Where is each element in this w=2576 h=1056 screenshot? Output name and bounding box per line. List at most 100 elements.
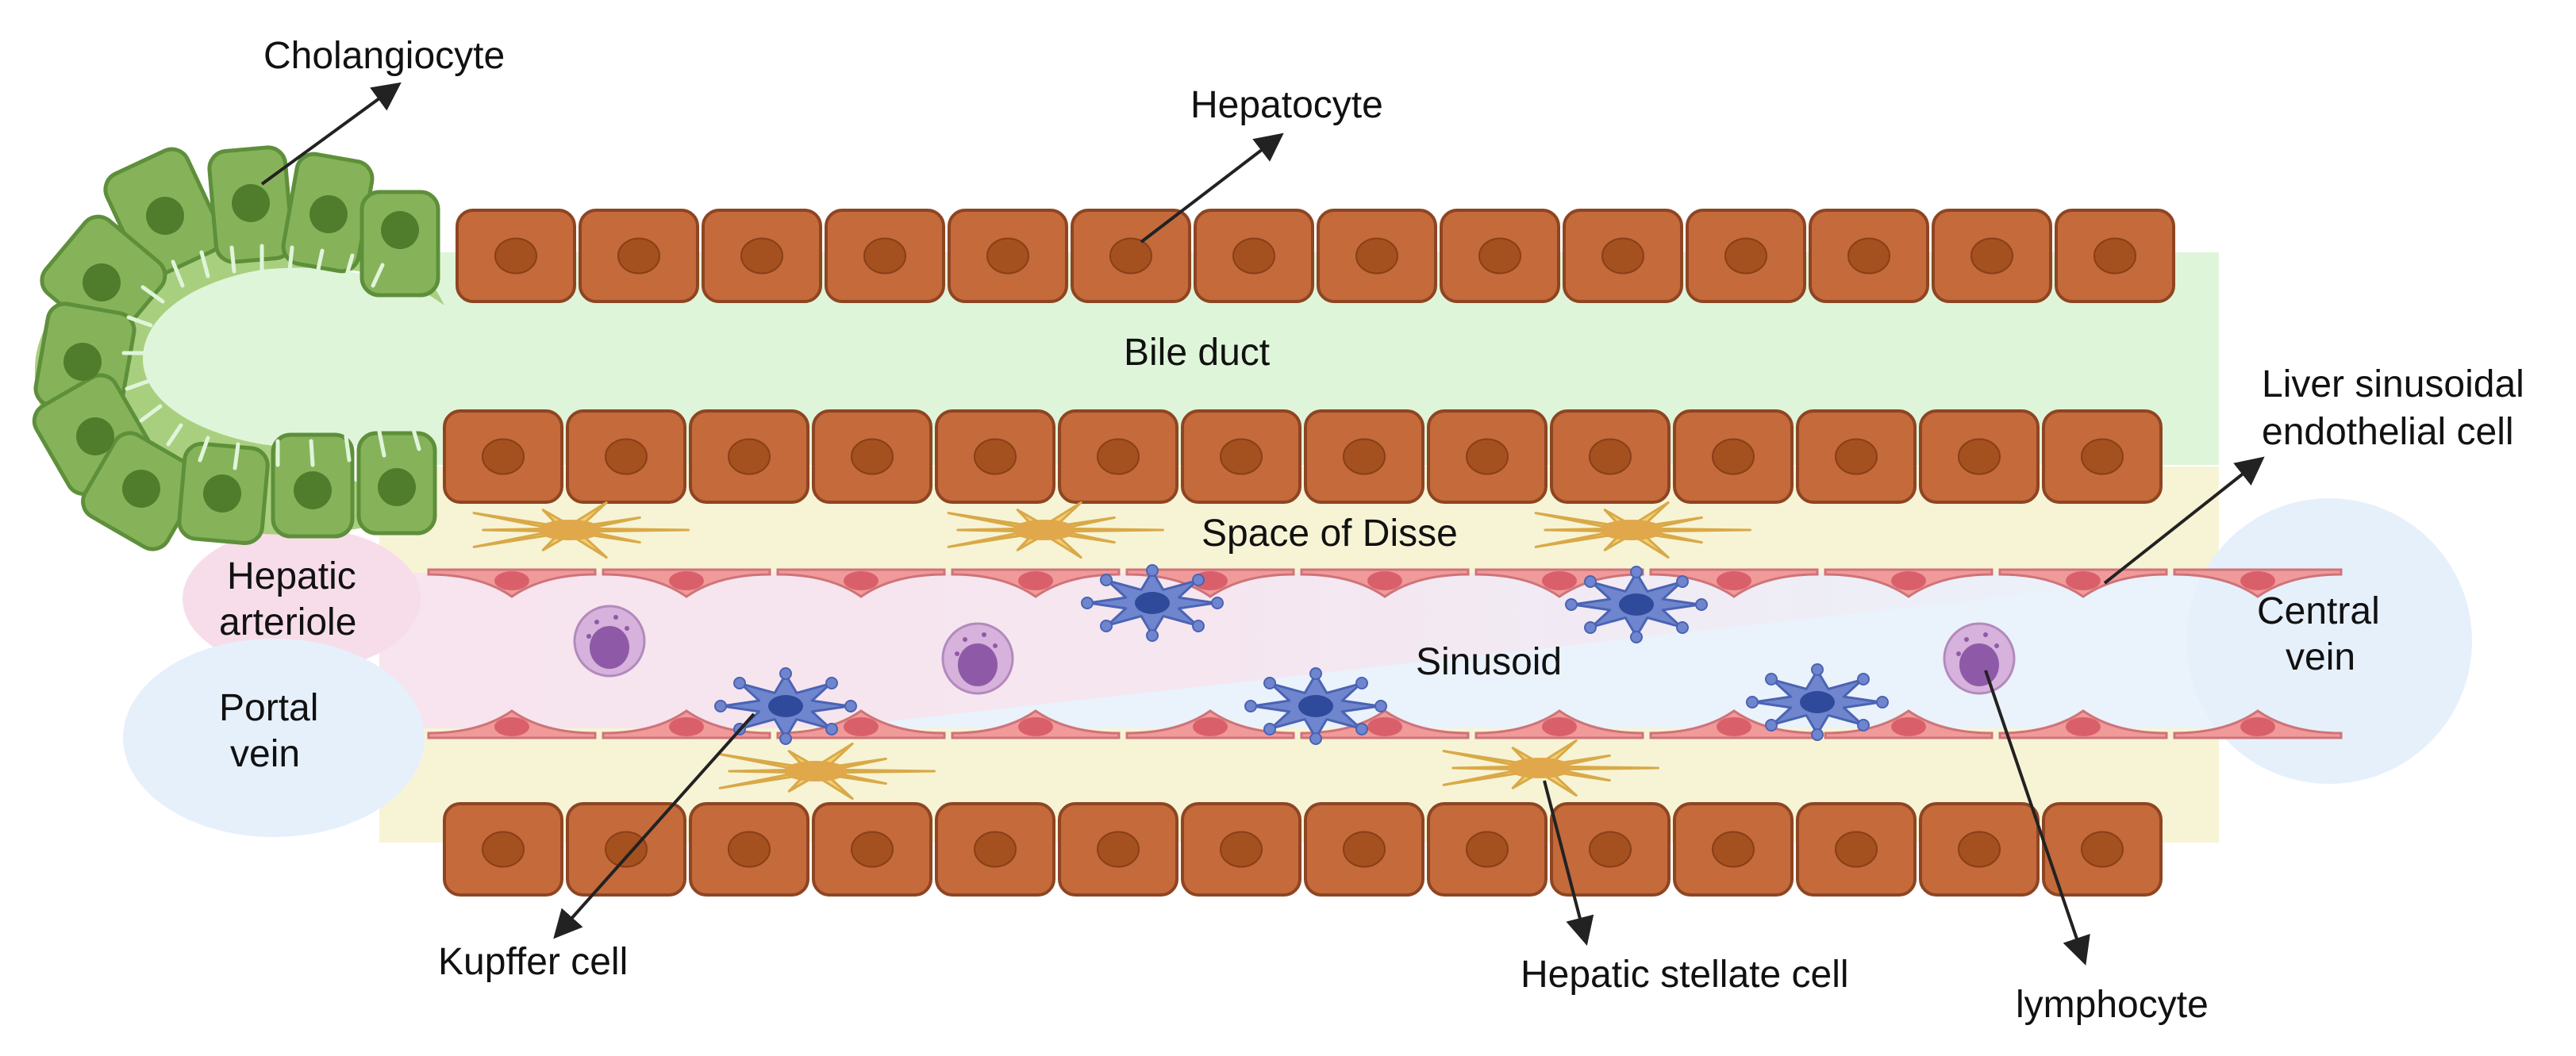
endothelial-cell: [1649, 568, 1819, 598]
hepatocyte: [1563, 209, 1683, 303]
label-kupffer-cell: Kupffer cell: [438, 941, 628, 983]
endothelial-cell: [1998, 709, 2168, 739]
hepatocyte: [1427, 409, 1548, 504]
kupffer-cell: [1081, 564, 1224, 642]
endothelial-cell: [1649, 709, 1819, 739]
label-central-vein-line1: Central: [2257, 590, 2380, 632]
hepatocyte: [566, 802, 686, 897]
stellate-cell: [472, 501, 690, 559]
hepatocyte: [1673, 802, 1794, 897]
hepatocyte: [812, 802, 932, 897]
endothelial-cell: [1824, 568, 1994, 598]
hepatocyte: [1194, 209, 1314, 303]
hepatocyte: [1304, 409, 1424, 504]
hepatocyte: [1440, 209, 1560, 303]
hepatocyte: [702, 209, 822, 303]
sinusoid-venous-flow: [825, 573, 2219, 728]
endothelial-cell: [2173, 709, 2343, 739]
lymphocyte: [1943, 622, 2016, 695]
endothelial-cell: [1300, 709, 1470, 739]
hepatocyte: [1058, 802, 1178, 897]
kupffer-cell: [1746, 663, 1889, 741]
hepatocyte: [689, 409, 809, 504]
stellate-cell: [1442, 739, 1659, 797]
cholangiocyte-ring: [32, 145, 444, 551]
label-hepatic-arteriole-line1: Hepatic: [227, 555, 356, 597]
endothelial-cell: [602, 568, 771, 598]
hepatocyte: [1550, 802, 1671, 897]
hepatocyte: [443, 802, 563, 897]
label-cholangiocyte: Cholangiocyte: [263, 35, 505, 77]
endothelial-cell: [1998, 568, 2168, 598]
endothelial-lining-lower: [427, 709, 2343, 739]
hepatocyte: [1304, 802, 1424, 897]
endothelial-cell: [776, 568, 946, 598]
hepatocyte: [1796, 802, 1917, 897]
leader-arrows: [260, 82, 2265, 966]
hepatocyte: [443, 409, 563, 504]
label-lymphocyte: lymphocyte: [2016, 984, 2209, 1026]
kupffer-cells: [714, 564, 1889, 745]
hepatocyte: [1550, 409, 1671, 504]
label-lsec-line2: endothelial cell: [2262, 411, 2514, 453]
endothelial-cell: [1300, 568, 1470, 598]
hepatocyte: [689, 802, 809, 897]
portal-vein: [123, 639, 425, 837]
kupffer-cell: [1244, 667, 1387, 745]
hepatocyte: [1058, 409, 1178, 504]
hepatocyte: [1932, 209, 2052, 303]
hepatocyte: [1181, 802, 1301, 897]
stellate-cell: [947, 501, 1164, 559]
hepatocyte: [1317, 209, 1437, 303]
label-bile-duct: Bile duct: [1124, 332, 1270, 374]
hepatocyte: [1809, 209, 1929, 303]
endothelial-cell: [1474, 709, 1644, 739]
hepatocyte: [1919, 802, 2040, 897]
hepatocyte: [1796, 409, 1917, 504]
hepatocyte: [1071, 209, 1191, 303]
hepatocyte: [2042, 802, 2163, 897]
endothelial-cell: [1125, 709, 1295, 739]
arrow-kupffer: [553, 712, 755, 939]
label-hepatic-stellate-cell: Hepatic stellate cell: [1521, 954, 1849, 996]
label-hepatocyte: Hepatocyte: [1190, 84, 1383, 126]
hepatocyte: [1919, 409, 2040, 504]
endothelial-cell: [776, 709, 946, 739]
hepatic-arteriole: [183, 528, 421, 670]
endothelial-cell: [1824, 709, 1994, 739]
hepatocyte: [2042, 409, 2163, 504]
hepatocyte: [825, 209, 945, 303]
arrow-cholangiocyte: [260, 82, 402, 186]
arrow-lymphocyte: [1984, 670, 2090, 966]
hepatocyte: [935, 802, 1055, 897]
hepatocyte: [1427, 802, 1548, 897]
hepatocyte: [1181, 409, 1301, 504]
stellate-cell: [1534, 501, 1751, 559]
hepatocyte-row-top: [456, 209, 2175, 303]
kupffer-cell: [714, 667, 857, 745]
hepatocyte: [566, 409, 686, 504]
hepatocyte: [812, 409, 932, 504]
lymphocyte: [573, 605, 646, 678]
arrow-hepatocyte: [1140, 132, 1284, 244]
label-sinusoid: Sinusoid: [1416, 641, 1562, 683]
arrow-lsec: [2103, 456, 2265, 585]
arrow-stellate: [1543, 780, 1594, 946]
label-hepatic-arteriole-line2: arteriole: [219, 601, 356, 643]
endothelial-cell: [427, 709, 597, 739]
label-lsec-line1: Liver sinusoidal: [2262, 363, 2524, 405]
hepatocyte-row-bottom: [443, 802, 2163, 897]
hepatocyte: [1673, 409, 1794, 504]
lymphocyte: [941, 622, 1014, 695]
label-space-of-disse: Space of Disse: [1201, 513, 1458, 555]
hepatocyte: [935, 409, 1055, 504]
label-portal-vein-line2: vein: [230, 733, 300, 775]
lymphocytes: [573, 605, 2016, 695]
kupffer-cell: [1565, 566, 1708, 643]
endothelial-cell: [1474, 568, 1644, 598]
endothelial-cell: [602, 709, 771, 739]
stellate-cells: [472, 501, 1751, 801]
label-central-vein-line2: vein: [2286, 636, 2355, 678]
stellate-cell: [718, 742, 936, 801]
